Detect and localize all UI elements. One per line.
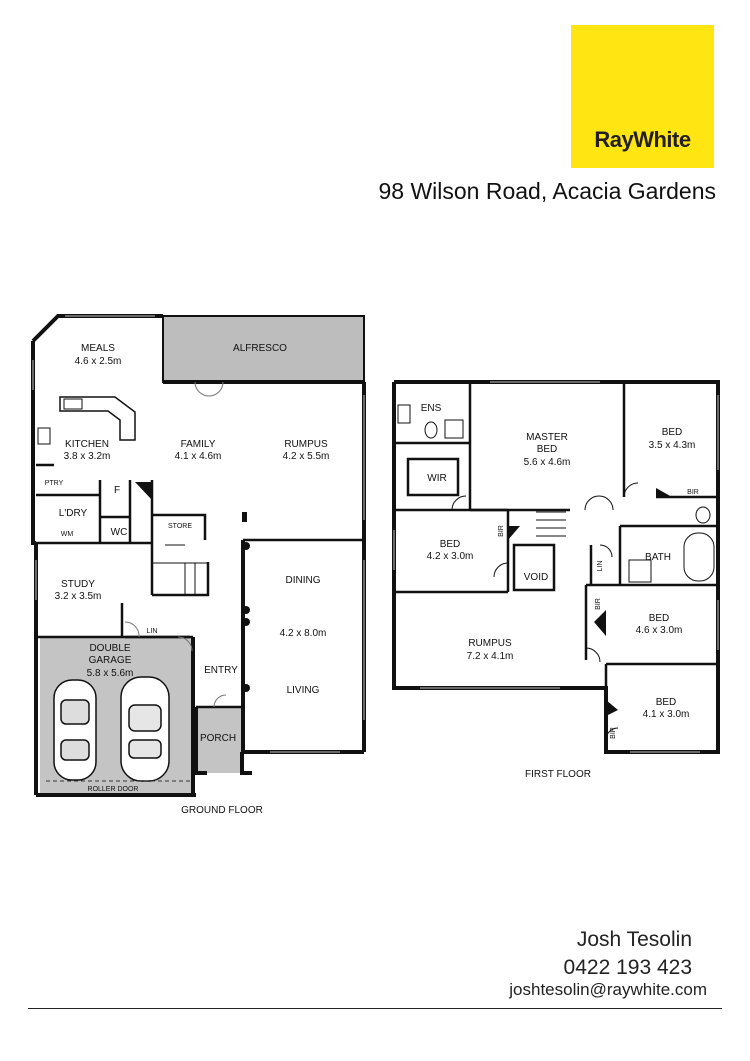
wir-label: WIR	[427, 473, 446, 484]
agent-email[interactable]: joshtesolin@raywhite.com	[509, 980, 707, 999]
first-floor-caption: FIRST FLOOR	[525, 769, 591, 780]
master-label-line2: BED	[537, 444, 558, 455]
bed-se-size: 4.1 x 3.0m	[643, 709, 690, 720]
meals-size: 4.6 x 2.5m	[75, 356, 122, 367]
raywhite-logo: RayWhite	[571, 25, 714, 168]
logo-wordmark: RayWhite	[594, 127, 691, 152]
bir-w-label: BIR	[498, 525, 505, 537]
agent-phone[interactable]: 0422 193 423	[563, 956, 692, 979]
ff-rumpus-size: 7.2 x 4.1m	[467, 651, 514, 662]
gf-rumpus-label: RUMPUS	[284, 439, 328, 450]
entry-label: ENTRY	[204, 665, 238, 676]
wc-label: WC	[111, 527, 128, 538]
alfresco-area	[162, 315, 365, 383]
bed-se-label: BED	[656, 697, 677, 708]
fridge-label: F	[114, 485, 120, 496]
kitchen-size: 3.8 x 3.2m	[64, 451, 111, 462]
garage-label-line1: DOUBLE	[89, 643, 130, 654]
study-size: 3.2 x 3.5m	[55, 591, 102, 602]
bed-ne-label: BED	[662, 427, 683, 438]
gf-outer-wall-north	[31, 314, 163, 343]
family-label: FAMILY	[181, 439, 216, 450]
master-label-line1: MASTER	[526, 432, 568, 443]
dining-living-size: 4.2 x 8.0m	[280, 628, 327, 639]
bath-label: BATH	[645, 552, 671, 563]
bed-ne-size: 3.5 x 4.3m	[649, 440, 696, 451]
porch-area	[196, 707, 242, 773]
bir-ne-label: BIR	[687, 489, 699, 496]
car-right	[120, 676, 170, 782]
alfresco-label: ALFRESCO	[233, 343, 287, 354]
roller-door-label: ROLLER DOOR	[88, 786, 139, 793]
pantry-label: PTRY	[45, 480, 64, 487]
master-size: 5.6 x 4.6m	[524, 457, 571, 468]
dining-label: DINING	[286, 575, 321, 586]
bed-e-size: 4.6 x 3.0m	[636, 625, 683, 636]
wm-label: WM	[61, 531, 74, 538]
bir-e-label: BIR	[595, 598, 602, 610]
laundry-label: L'DRY	[59, 508, 88, 519]
bed-w-label: BED	[440, 539, 461, 550]
cooktop	[37, 427, 51, 445]
car-left	[53, 679, 97, 781]
ground-floor-caption: GROUND FLOOR	[181, 805, 263, 816]
agent-name: Josh Tesolin	[576, 928, 692, 951]
property-address: 98 Wilson Road, Acacia Gardens	[378, 178, 716, 204]
ff-linen-label: LIN	[597, 561, 604, 572]
study-label: STUDY	[61, 579, 95, 590]
family-size: 4.1 x 4.6m	[175, 451, 222, 462]
kitchen-bench	[59, 396, 136, 441]
ff-rumpus-label: RUMPUS	[468, 638, 512, 649]
ens-label: ENS	[421, 403, 442, 414]
garage-size: 5.8 x 5.6m	[87, 668, 134, 679]
ground-floor-plan: MEALS 4.6 x 2.5m ALFRESCO KITCHEN 3.8 x …	[31, 314, 366, 816]
footer-divider	[28, 1008, 722, 1009]
store-label: STORE	[168, 523, 192, 530]
bir-se-label: BIR	[610, 727, 617, 739]
meals-label: MEALS	[81, 343, 115, 354]
kitchen-label: KITCHEN	[65, 439, 109, 450]
gf-rumpus-size: 4.2 x 5.5m	[283, 451, 330, 462]
gf-linen-label: LIN	[147, 628, 158, 635]
sink	[63, 398, 83, 410]
void-label: VOID	[524, 572, 548, 583]
porch-label: PORCH	[200, 733, 236, 744]
living-label: LIVING	[287, 685, 320, 696]
first-floor-plan: ENS MASTER BED 5.6 x 4.6m BED 3.5 x 4.3m…	[392, 380, 720, 780]
garage-label-line2: GARAGE	[89, 655, 132, 666]
bed-e-label: BED	[649, 613, 670, 624]
bed-w-size: 4.2 x 3.0m	[427, 551, 474, 562]
